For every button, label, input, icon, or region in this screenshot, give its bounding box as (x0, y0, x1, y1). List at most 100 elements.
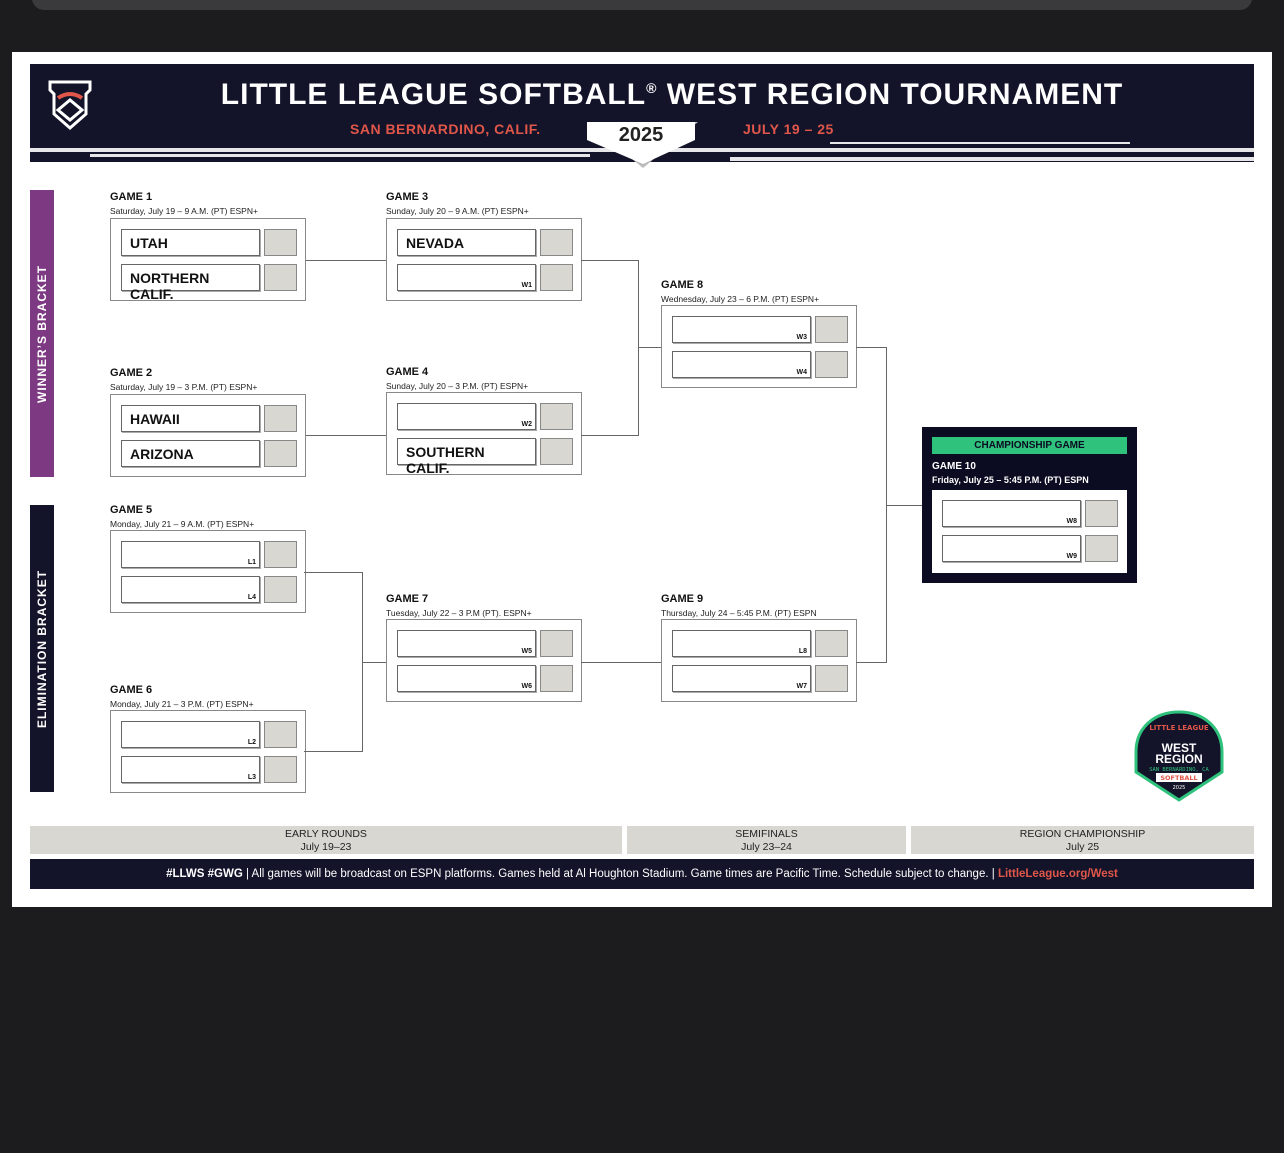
seed-label: W6 (521, 683, 533, 690)
svg-text:REGION: REGION (1155, 752, 1202, 766)
team-slot[interactable]: W1 (397, 264, 536, 291)
game-label: GAME 8 (661, 279, 704, 291)
svg-text:SAN BERNARDINO, CA: SAN BERNARDINO, CA (1149, 767, 1209, 773)
team-slot[interactable]: W9 (942, 535, 1081, 562)
connector-line (886, 505, 922, 506)
connector-line (306, 435, 386, 436)
score-box[interactable] (264, 264, 297, 291)
connector-line (304, 751, 362, 752)
team-slot[interactable]: W4 (672, 351, 811, 378)
page-title: LITTLE LEAGUE SOFTBALL® WEST REGION TOUR… (220, 78, 1124, 111)
championship-heading: CHAMPIONSHIP GAME (932, 437, 1127, 454)
score-box[interactable] (815, 630, 848, 657)
score-box[interactable] (815, 351, 848, 378)
svg-text:WEST: WEST (1162, 741, 1197, 755)
score-box[interactable] (264, 576, 297, 603)
team-slot[interactable]: NORTHERN CALIF. (121, 264, 260, 302)
game-date: Wednesday, July 23 – 6 P.M. (PT) ESPN+ (661, 294, 820, 304)
score-box[interactable] (1085, 500, 1118, 527)
connector-line (638, 260, 639, 436)
score-box[interactable] (815, 665, 848, 692)
score-box[interactable] (264, 756, 297, 783)
game-label: GAME 3 (386, 191, 429, 203)
seed-label: L4 (247, 594, 256, 601)
team-slot[interactable]: W5 (397, 630, 536, 657)
team-name: HAWAII (130, 411, 180, 427)
year: 2025 (618, 124, 664, 146)
team-slot[interactable]: L8 (672, 630, 811, 657)
seed-label: W7 (796, 683, 808, 690)
score-box[interactable] (540, 264, 573, 291)
team-slot[interactable]: SOUTHERN CALIF. (397, 438, 536, 476)
seed-label: W1 (521, 282, 533, 289)
team-slot[interactable]: NEVADA (397, 229, 536, 256)
west-region-badge: LITTLE LEAGUE WEST REGION SAN BERNARDINO… (1134, 710, 1224, 802)
score-box[interactable] (264, 405, 297, 432)
hashtags: #LLWS #GWG (166, 868, 243, 880)
seed-label: L3 (247, 774, 256, 781)
game-date: Monday, July 21 – 3 P.M. (PT) ESPN+ (110, 699, 254, 709)
location: SAN BERNARDINO, CALIF. (350, 121, 541, 137)
browser-top-bar (32, 0, 1252, 10)
connector-line (304, 572, 362, 573)
game-label: GAME 2 (110, 367, 153, 379)
score-box[interactable] (540, 665, 573, 692)
team-slot[interactable]: W3 (672, 316, 811, 343)
connector-line (856, 347, 886, 348)
seed-label: W9 (1066, 553, 1078, 560)
team-slot[interactable]: L4 (121, 576, 260, 603)
game-label: GAME 1 (110, 191, 153, 203)
team-slot[interactable]: HAWAII (121, 405, 260, 432)
team-name: UTAH (130, 235, 168, 251)
team-slot[interactable]: W8 (942, 500, 1081, 527)
team-slot[interactable]: L3 (121, 756, 260, 783)
score-box[interactable] (1085, 535, 1118, 562)
game-label: GAME 9 (661, 593, 704, 605)
team-slot[interactable]: W6 (397, 665, 536, 692)
score-box[interactable] (540, 438, 573, 465)
game-date: Friday, July 25 – 5:45 P.M. (PT) ESPN (932, 475, 1089, 485)
seed-label: W2 (521, 421, 533, 428)
game-date: Monday, July 21 – 9 A.M. (PT) ESPN+ (110, 519, 255, 529)
championship-game: CHAMPIONSHIP GAME GAME 10 Friday, July 2… (922, 427, 1137, 583)
game-date: Sunday, July 20 – 9 A.M. (PT) ESPN+ (386, 206, 529, 216)
connector-line (856, 662, 886, 663)
home-plate-icon (587, 122, 698, 168)
score-box[interactable] (540, 403, 573, 430)
connector-line (581, 662, 661, 663)
score-box[interactable] (264, 541, 297, 568)
svg-text:SOFTBALL: SOFTBALL (1160, 774, 1197, 782)
team-slot[interactable]: L2 (121, 721, 260, 748)
team-slot[interactable]: ARIZONA (121, 440, 260, 467)
team-slot[interactable]: W2 (397, 403, 536, 430)
game-date: Saturday, July 19 – 9 A.M. (PT) ESPN+ (110, 206, 258, 216)
team-slot[interactable]: W7 (672, 665, 811, 692)
game-label: GAME 5 (110, 504, 153, 516)
game-label: GAME 10 (932, 461, 976, 472)
score-box[interactable] (815, 316, 848, 343)
website-link[interactable]: LittleLeague.org/West (997, 868, 1118, 880)
winners-bracket-label: WINNER’S BRACKET (30, 190, 54, 477)
game-date: Thursday, July 24 – 5:45 P.M. (PT) ESPN (661, 608, 817, 618)
seed-label: W8 (1066, 518, 1078, 525)
score-box[interactable] (540, 229, 573, 256)
team-slot[interactable]: L1 (121, 541, 260, 568)
connector-line (362, 662, 386, 663)
seed-label: W3 (796, 334, 808, 341)
seed-label: W5 (521, 648, 533, 655)
team-slot[interactable]: UTAH (121, 229, 260, 256)
score-box[interactable] (264, 229, 297, 256)
score-box[interactable] (264, 440, 297, 467)
seed-label: L8 (798, 648, 807, 655)
score-box[interactable] (264, 721, 297, 748)
footer-note: All games will be broadcast on ESPN plat… (251, 868, 989, 880)
score-box[interactable] (540, 630, 573, 657)
footer-bar: #LLWS #GWG | All games will be broadcast… (30, 859, 1254, 889)
svg-text:LITTLE LEAGUE: LITTLE LEAGUE (1149, 724, 1209, 732)
